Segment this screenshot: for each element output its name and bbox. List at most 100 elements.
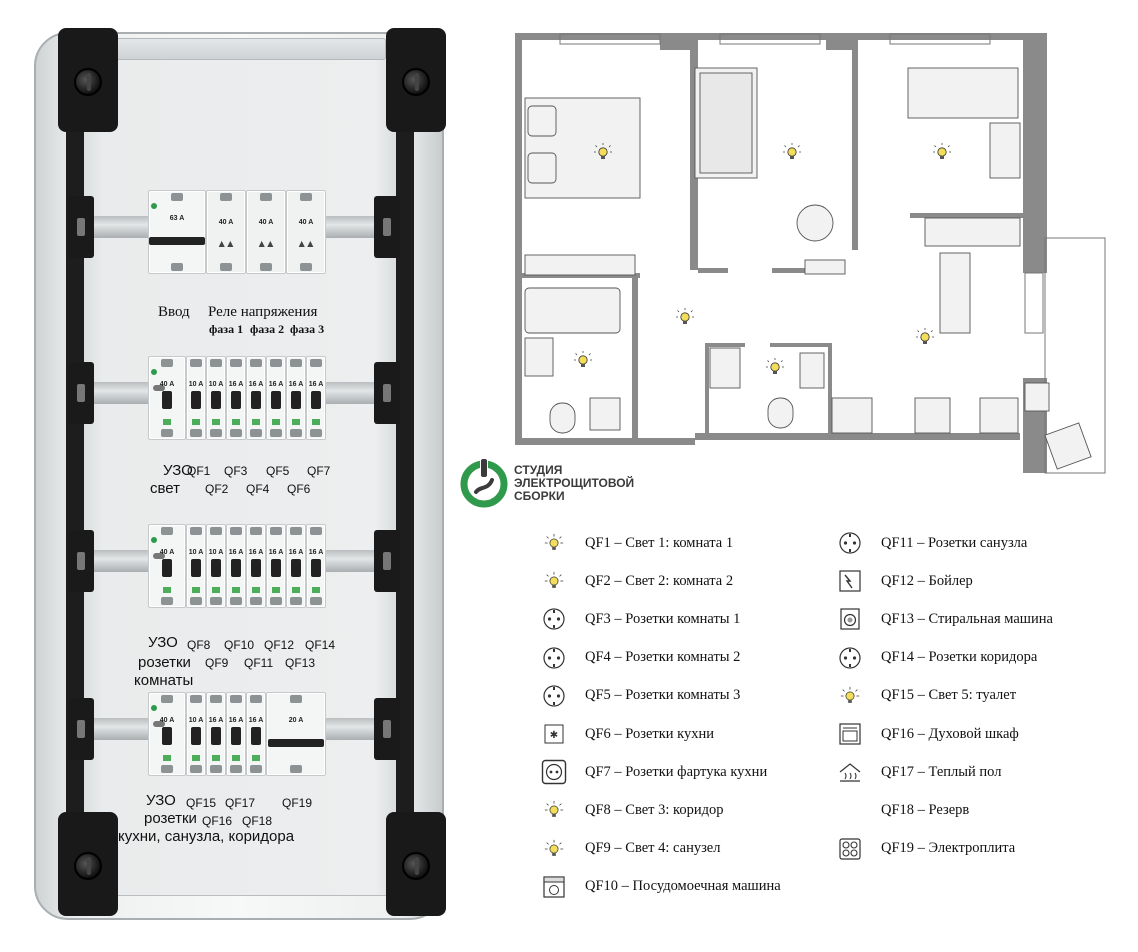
label-qf14: QF14 [305,638,336,652]
legend-item: QF16 – Духовой шкаф [836,715,1053,753]
legend-item: QF14 – Розетки коридора [836,639,1053,677]
legend-item: QF13 – Стиральная машина [836,600,1053,638]
breaker-qf3[interactable]: 16 A [226,356,246,440]
module-rating: 16 A [288,381,304,388]
relay-triangles-icon: ▲ ▲ [218,239,234,248]
breaker-qf4[interactable]: 16 A [246,356,266,440]
socket-icon [836,644,864,672]
relay-rating: 40 A [218,219,234,226]
breaker-qf11[interactable]: 16 A [246,524,266,608]
corner-latch-icon [58,28,118,132]
legend-item: QF7 – Розетки фартука кухни [540,753,781,791]
top-cable-rail [94,38,386,60]
module-rating: 10 A [208,381,224,388]
module-rating: 10 A [188,549,204,556]
voltage-relay-phase1[interactable]: 40 A ▲ ▲ [206,190,246,274]
legend-item: QF9 – Свет 4: санузел [540,830,781,868]
voltage-relay-phase2[interactable]: 40 A ▲ ▲ [246,190,286,274]
boiler-icon [836,567,864,595]
breaker-qf9[interactable]: 10 A [206,524,226,608]
corner-latch-icon [386,28,446,132]
label-qf9: QF9 [205,656,229,670]
dishwasher-icon [540,873,568,901]
row3-modules: 40 A 10 A 10 A 16 A 16 A 16 A 16 A 16 A [148,524,326,608]
logo-text: СТУДИЯ ЭЛЕКТРОЩИТОВОЙ СБОРКИ [514,464,634,503]
module-rating: 10 A [188,381,204,388]
breaker-qf15[interactable]: 10 A [186,692,206,776]
label-qf7: QF7 [307,464,331,478]
corner-latch-icon [58,812,118,916]
breaker-qf18[interactable]: 16 A [246,692,266,776]
breaker-qf10[interactable]: 16 A [226,524,246,608]
main-breaker[interactable]: 63 A [148,190,206,274]
svg-text:✱: ✱ [550,730,558,741]
rcd-room-sockets[interactable]: 40 A [148,524,186,608]
label-qf17: QF17 [225,796,256,810]
module-rating: 16 A [248,717,264,724]
apron-socket-icon [540,758,568,786]
breaker-qf6[interactable]: 16 A [286,356,306,440]
label-rcd-light: УЗО [163,462,193,479]
label-rcd-kitchen: УЗО [146,792,176,809]
module-rating: 10 A [188,717,204,724]
label-rcd-kitchen-sub2: кухни, санузла, коридора [118,828,295,845]
row4-modules: 40 A 10 A 16 A 16 A 16 A 20 A [148,692,326,776]
voltage-relay-phase3[interactable]: 40 A ▲ ▲ [286,190,326,274]
breaker-qf14[interactable]: 16 A [306,524,326,608]
legend-item: QF18 – Резерв [836,791,1053,829]
legend-item: ✱QF6 – Розетки кухни [540,715,781,753]
label-qf19: QF19 [282,796,313,810]
legend-text: QF15 – Свет 5: туалет [881,687,1017,704]
legend-text: QF9 – Свет 4: санузел [585,840,721,857]
label-qf5: QF5 [266,464,290,478]
legend-item: QF4 – Розетки комнаты 2 [540,639,781,677]
breaker-qf7[interactable]: 16 A [306,356,326,440]
walls [515,33,1047,473]
legend-text: QF12 – Бойлер [881,572,973,589]
module-rating: 16 A [228,717,244,724]
rcd-kitchen-bath-hall[interactable]: 40 A [148,692,186,776]
breaker-qf1[interactable]: 10 A [186,356,206,440]
module-rating: 16 A [268,381,284,388]
label-qf16: QF16 [202,814,233,828]
legend-text: QF10 – Посудомоечная машина [585,878,781,895]
legend-item: QF19 – Электроплита [836,830,1053,868]
socket-icon [540,605,568,633]
label-qf12: QF12 [264,638,295,652]
legend-text: QF7 – Розетки фартука кухни [585,763,768,780]
label-qf18: QF18 [242,814,273,828]
row1-modules: 63 A 40 A ▲ ▲ 40 A ▲ ▲ 40 A ▲ ▲ [148,190,326,274]
breaker-qf16[interactable]: 16 A [206,692,226,776]
breaker-qf12[interactable]: 16 A [266,524,286,608]
module-rating: 16 A [288,549,304,556]
floor-heating-icon [836,758,864,786]
breaker-qf2[interactable]: 10 A [206,356,226,440]
module-rating: 40 A [159,549,175,556]
label-qf15: QF15 [186,796,217,810]
label-rcd-light-sub: свет [150,480,181,497]
breaker-qf13[interactable]: 16 A [286,524,306,608]
legend-text: QF4 – Розетки комнаты 2 [585,649,741,666]
module-rating: 10 A [208,549,224,556]
logo-line-1: СТУДИЯ [514,463,563,477]
rcd-light[interactable]: 40 A [148,356,186,440]
relay-triangles-icon: ▲ ▲ [298,239,314,248]
apartment-floor-plan [515,33,1106,474]
windows [559,33,1106,474]
module-rating: 40 A [159,717,175,724]
electrical-panel: 63 A 40 A ▲ ▲ 40 A ▲ ▲ 40 A ▲ ▲ Ввод Рел… [28,18,452,926]
legend-icon-empty [836,796,864,824]
right-frame-bar [396,58,414,888]
breaker-qf19[interactable]: 20 A [266,692,326,776]
relay-triangles-icon: ▲ ▲ [258,239,274,248]
legend-item: QF11 – Розетки санузла [836,524,1053,562]
relay-rating: 40 A [298,219,314,226]
socket-icon [836,529,864,557]
breaker-qf17[interactable]: 16 A [226,692,246,776]
label-rcd-kitchen-sub1: розетки [144,810,197,827]
breaker-qf5[interactable]: 16 A [266,356,286,440]
label-rcd-rooms-sub1: розетки [138,654,191,671]
breaker-qf8[interactable]: 10 A [186,524,206,608]
legend-text: QF3 – Розетки комнаты 1 [585,610,741,627]
